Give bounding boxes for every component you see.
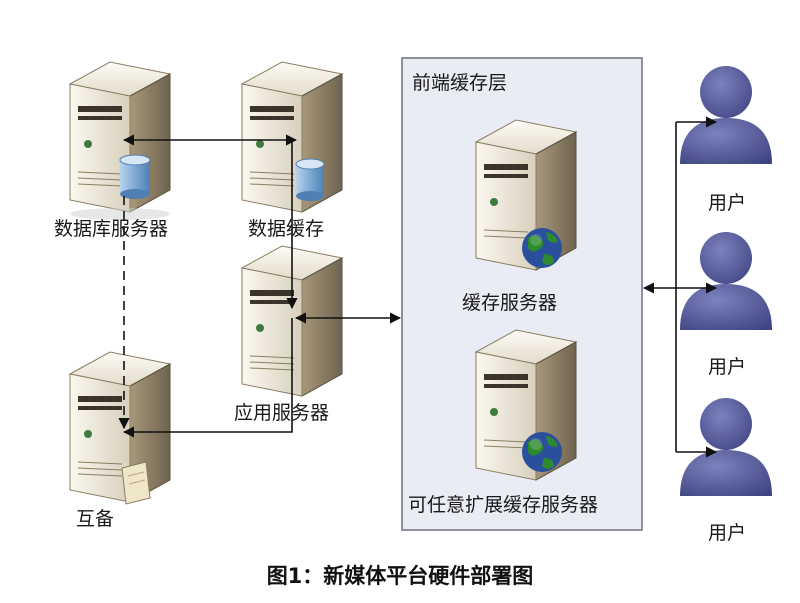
cache-server-label: 缓存服务器 bbox=[462, 292, 558, 314]
user-label: 用户 bbox=[708, 522, 747, 544]
user-label: 用户 bbox=[708, 192, 747, 214]
backup-server-icon bbox=[68, 351, 172, 503]
document-icon bbox=[121, 461, 151, 505]
globe-icon bbox=[522, 228, 562, 268]
globe-icon bbox=[522, 432, 562, 472]
data-cache-server-icon bbox=[240, 61, 344, 213]
backup-label: 互备 bbox=[76, 508, 115, 530]
data-cache-label: 数据缓存 bbox=[248, 218, 325, 240]
db-server-label: 数据库服务器 bbox=[54, 218, 169, 240]
user-icon bbox=[680, 66, 772, 164]
db-cylinder-icon bbox=[119, 154, 151, 199]
user-icon bbox=[680, 232, 772, 330]
db-server-icon bbox=[68, 61, 172, 220]
ext-cache-server-icon bbox=[474, 329, 578, 481]
app-server-label: 应用服务器 bbox=[234, 402, 330, 424]
ext-cache-server-label: 可任意扩展缓存服务器 bbox=[408, 494, 599, 516]
figure-caption: 图1：新媒体平台硬件部署图 bbox=[266, 564, 534, 588]
user-icon bbox=[680, 398, 772, 496]
cache-cylinder-icon bbox=[295, 158, 325, 201]
app-backup-link bbox=[122, 318, 293, 438]
app-server-icon bbox=[240, 245, 344, 397]
user-label: 用户 bbox=[708, 356, 747, 378]
front-cache-layer-title: 前端缓存层 bbox=[412, 72, 508, 94]
